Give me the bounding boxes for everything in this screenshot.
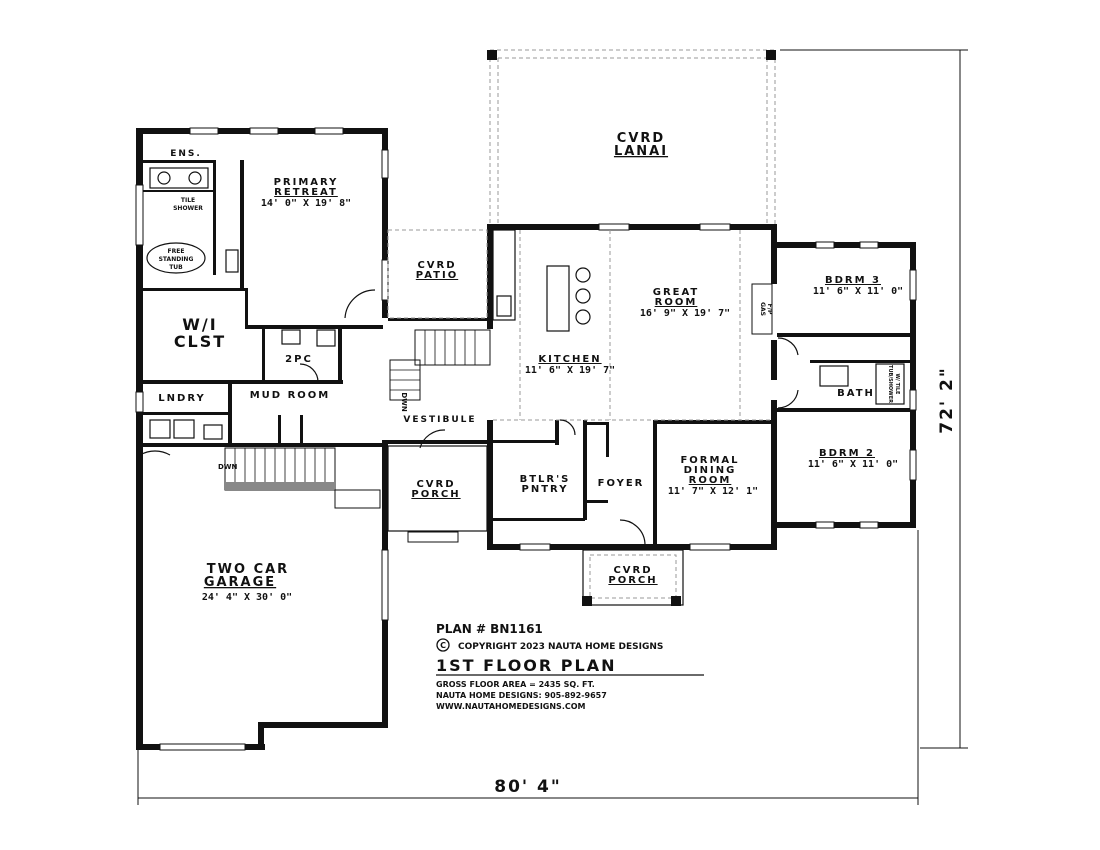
patio-outline [387, 229, 488, 319]
svg-text:CLST: CLST [174, 332, 226, 351]
dining-room-label: FORMAL DINING ROOM 11' 7" X 12' 1" [668, 455, 758, 497]
svg-text:16' 9" X 19' 7": 16' 9" X 19' 7" [640, 308, 730, 319]
svg-text:TWO CAR: TWO CAR [207, 562, 289, 577]
overall-dimensions: 80' 4" 72' 2" [137, 49, 968, 805]
svg-text:C: C [440, 641, 446, 650]
svg-text:W/ TILE: W/ TILE [894, 374, 900, 396]
svg-text:CVRD: CVRD [416, 479, 455, 490]
tub-label: FREE STANDING TUB [159, 248, 194, 271]
bath-fixtures [146, 167, 905, 440]
laundry-label: LNDRY [158, 393, 205, 404]
patio-label: CVRD PATIO [416, 260, 458, 281]
bath-label: BATH [837, 388, 875, 399]
side-porch-outline [387, 445, 488, 532]
svg-text:CVRD: CVRD [417, 260, 456, 271]
front-porch [582, 549, 684, 606]
svg-text:GARAGE: GARAGE [204, 575, 276, 590]
svg-text:11' 7" X 12' 1": 11' 7" X 12' 1" [668, 486, 758, 497]
plan-number: PLAN # BN1161 [436, 622, 543, 636]
svg-text:GAS: GAS [759, 302, 766, 316]
svg-text:CVRD: CVRD [613, 565, 652, 576]
svg-text:11' 6" X 11' 0": 11' 6" X 11' 0" [808, 459, 898, 470]
powder-room-label: 2PC [285, 354, 313, 365]
svg-text:LANAI: LANAI [614, 144, 668, 159]
svg-text:11' 6" X 19' 7": 11' 6" X 19' 7" [525, 365, 615, 376]
lanai-label: CVRD LANAI [614, 131, 668, 159]
svg-text:DINING: DINING [684, 465, 737, 476]
svg-text:PNTRY: PNTRY [522, 484, 569, 495]
svg-text:FORMAL: FORMAL [680, 455, 739, 466]
svg-text:TILE: TILE [181, 197, 195, 204]
vestibule-label: VESTIBULE [403, 415, 476, 425]
svg-text:STANDING: STANDING [159, 256, 194, 263]
front-porch-label: CVRD PORCH [608, 565, 657, 586]
windows [135, 127, 917, 751]
svg-text:ROOM: ROOM [655, 297, 698, 308]
designer-phone: NAUTA HOME DESIGNS: 905-892-9657 [436, 691, 607, 700]
great-room-label: GREAT ROOM 16' 9" X 19' 7" [640, 287, 730, 319]
svg-text:F/P: F/P [766, 304, 773, 315]
plan-info-block: PLAN # BN1161 C COPYRIGHT 2023 NAUTA HOM… [436, 622, 704, 711]
svg-text:W/I: W/I [182, 315, 217, 334]
height-dimension: 72' 2" [937, 366, 957, 433]
svg-text:PATIO: PATIO [416, 270, 458, 281]
interior-walls [143, 160, 910, 550]
svg-text:KITCHEN: KITCHEN [538, 354, 601, 365]
bdrm3-label: BDRM 3 11' 6" X 11' 0" [813, 275, 903, 297]
svg-text:PRIMARY: PRIMARY [274, 177, 339, 188]
copyright-text: COPYRIGHT 2023 NAUTA HOME DESIGNS [458, 642, 663, 652]
svg-text:PORCH: PORCH [411, 489, 460, 500]
stairs [224, 329, 491, 543]
plan-title: 1ST FLOOR PLAN [436, 656, 616, 675]
lanai-area [487, 49, 776, 227]
tub-shower-label: TUB/SHOWER W/ TILE [887, 365, 900, 403]
ensuite-label: ENS. [170, 149, 202, 159]
svg-text:ROOM: ROOM [689, 475, 732, 486]
svg-text:GREAT: GREAT [653, 287, 700, 298]
svg-text:24' 4" X 30' 0": 24' 4" X 30' 0" [202, 592, 292, 603]
butlers-pantry-label: BTLR'S PNTRY [520, 474, 571, 495]
svg-text:FREE: FREE [168, 248, 185, 255]
width-dimension: 80' 4" [494, 777, 561, 797]
walk-in-closet-label: W/I CLST [174, 315, 226, 351]
svg-text:CVRD: CVRD [617, 131, 665, 146]
svg-text:PORCH: PORCH [608, 575, 657, 586]
svg-text:TUB: TUB [169, 264, 183, 271]
svg-text:BTLR'S: BTLR'S [520, 474, 571, 485]
svg-text:RETREAT: RETREAT [274, 187, 338, 198]
tile-shower-label: TILE SHOWER [173, 197, 203, 212]
svg-text:11' 6" X 11' 0": 11' 6" X 11' 0" [813, 286, 903, 297]
side-porch-label: CVRD PORCH [411, 479, 460, 500]
garage-stairs-down-label: DWN [218, 463, 238, 471]
bdrm2-label: BDRM 2 11' 6" X 11' 0" [808, 448, 898, 470]
svg-text:TUB/SHOWER: TUB/SHOWER [887, 365, 893, 403]
svg-text:SHOWER: SHOWER [173, 205, 203, 212]
svg-text:BDRM 3: BDRM 3 [825, 275, 881, 286]
garage-label: TWO CAR GARAGE 24' 4" X 30' 0" [202, 562, 292, 603]
kitchen-label: KITCHEN 11' 6" X 19' 7" [525, 354, 615, 376]
svg-text:14' 0" X 19' 8": 14' 0" X 19' 8" [261, 198, 351, 209]
svg-text:BDRM 2: BDRM 2 [819, 448, 875, 459]
mud-room-label: MUD ROOM [250, 390, 331, 401]
gas-fireplace-label: GAS F/P [759, 302, 773, 316]
stairs-down-label: DWN [400, 392, 408, 412]
gross-floor-area: GROSS FLOOR AREA = 2435 SQ. FT. [436, 680, 595, 689]
copyright-icon [436, 638, 450, 652]
door-swings [139, 289, 799, 546]
primary-retreat-label: PRIMARY RETREAT 14' 0" X 19' 8" [261, 177, 351, 209]
kitchen-fixtures [492, 229, 771, 421]
foyer-label: FOYER [598, 478, 645, 489]
designer-website: WWW.NAUTAHOMEDESIGNS.COM [436, 702, 586, 711]
